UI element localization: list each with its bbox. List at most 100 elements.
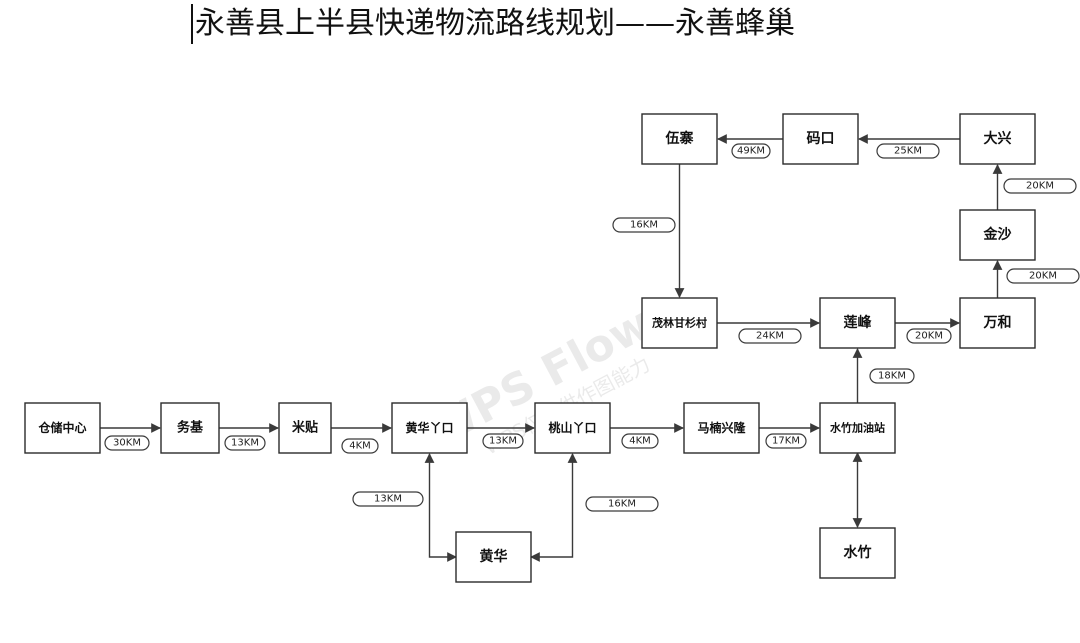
node-label: 莲峰 [844,314,873,331]
distance-label: 49KM [731,143,771,159]
node-cangchu: 仓储中心 [24,402,101,454]
distance-label: 16KM [585,496,659,512]
node-label: 桃山丫口 [548,420,596,435]
distance-label-pill [482,433,524,449]
node-manan: 马楠兴隆 [683,402,760,454]
distance-labels-layer: 30KM 13KM 4KM 13KM 4KM 17KM 18KM 20KM 20KM 20KM 25… [104,143,1080,512]
node-box [959,113,1036,165]
distance-label-pill [869,368,915,384]
node-wuji: 务基 [160,402,220,454]
distance-label: 17KM [765,433,807,449]
node-label: 金沙 [983,226,1012,243]
distance-label-pill [621,433,659,449]
node-box [160,402,220,454]
node-huanghuayakou: 黄华丫口 [391,402,468,454]
distance-label-pill [1006,268,1080,284]
distance-label-pill [224,435,266,451]
node-jinsha: 金沙 [959,209,1036,261]
distance-label-text: 17KM [772,436,800,447]
node-taoshanyakou: 桃山丫口 [534,402,611,454]
node-label: 水竹 [844,544,872,561]
node-label: 务基 [177,420,204,436]
page-title: 永善县上半县快递物流路线规划——永善蜂巢 [191,4,795,44]
distance-label: 25KM [876,143,940,159]
distance-label-text: 4KM [629,436,651,447]
distance-label: 4KM [341,438,379,454]
distance-label: 13KM [224,435,266,451]
node-label: 仓储中心 [37,420,86,435]
node-box [819,527,896,579]
distance-label: 16KM [612,217,676,233]
node-box [24,402,101,454]
distance-label-text: 16KM [608,499,636,510]
node-label: 马楠兴隆 [697,420,746,435]
node-box [819,297,896,349]
distance-label-text: 25KM [894,146,922,157]
node-maolin: 茂林甘杉村 [641,297,718,349]
distance-label-text: 30KM [113,438,141,449]
node-box [534,402,611,454]
distance-label-pill [731,143,771,159]
node-label: 黄华丫口 [405,420,453,435]
node-box [641,297,718,349]
node-box [959,297,1036,349]
edge-huanghua-to-huanghuayakou [424,453,457,562]
node-label: 码口 [807,131,835,147]
node-box [278,402,332,454]
node-daxing: 大兴 [959,113,1036,165]
node-shuizhujiayou: 水竹加油站 [819,402,896,454]
node-label: 水竹加油站 [830,421,885,435]
distance-label: 13KM [482,433,524,449]
node-wuzhai: 伍寨 [641,113,718,165]
distance-label: 20KM [906,328,952,344]
distance-label-text: 20KM [1029,271,1057,282]
distance-label: 20KM [1006,268,1080,284]
node-box [782,113,859,165]
distance-label-text: 4KM [349,441,371,452]
distance-label-pill [612,217,676,233]
distance-label-text: 18KM [878,371,906,382]
node-box [391,402,468,454]
distance-label-text: 20KM [1026,181,1054,192]
node-box [683,402,760,454]
distance-label-pill [104,435,150,451]
node-mitie: 米贴 [278,402,332,454]
node-box [959,209,1036,261]
distance-label: 13KM [352,491,424,507]
node-shuizhu: 水竹 [819,527,896,579]
node-label: 万和 [983,315,1012,331]
node-box [455,531,532,583]
node-label: 米贴 [292,420,318,436]
distance-label-text: 16KM [630,220,658,231]
distance-label: 4KM [621,433,659,449]
distance-label-text: 49KM [737,146,765,157]
distance-label-pill [585,496,659,512]
distance-label-pill [876,143,940,159]
distance-label-pill [765,433,807,449]
node-wanhe: 万和 [959,297,1036,349]
distance-label-text: 13KM [231,438,259,449]
distance-label-pill [341,438,379,454]
distance-label: 30KM [104,435,150,451]
distance-label-pill [906,328,952,344]
node-huanghua: 黄华 [455,531,532,583]
distance-label: 24KM [738,328,802,344]
distance-label-pill [738,328,802,344]
edge-huanghua-to-taoshanyakou [530,453,578,562]
edges-layer [100,134,1003,562]
node-box [641,113,718,165]
node-label: 黄华 [480,548,508,565]
distance-label-text: 13KM [374,494,402,505]
distance-label: 18KM [869,368,915,384]
distance-label-text: 13KM [489,436,517,447]
distance-label-pill [352,491,424,507]
node-box [819,402,896,454]
node-label: 茂林甘杉村 [652,316,707,330]
node-makou: 码口 [782,113,859,165]
distance-label-text: 20KM [915,331,943,342]
distance-label-pill [1003,178,1077,194]
distance-label-text: 24KM [756,331,784,342]
node-label: 伍寨 [665,130,695,147]
